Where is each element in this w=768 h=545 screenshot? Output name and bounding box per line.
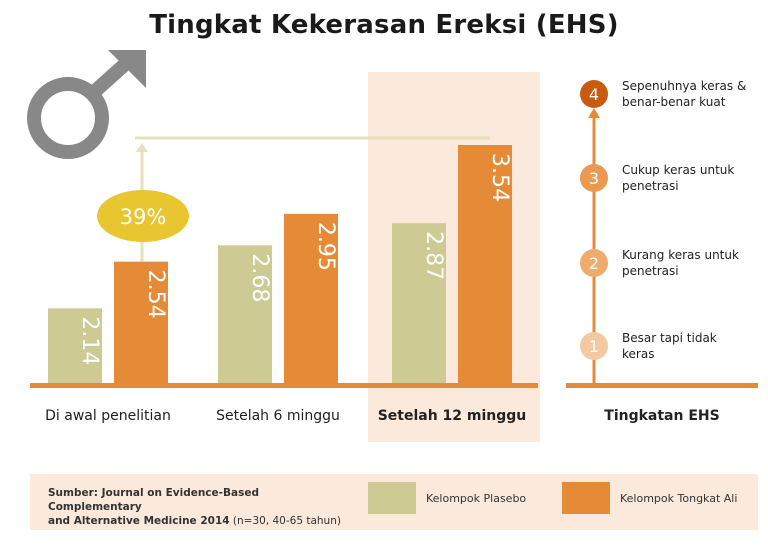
arrow-up-icon <box>588 108 600 118</box>
bar-placebo-2 <box>392 223 446 383</box>
bar-tongkat-0 <box>114 261 168 383</box>
growth-badge-text: 39% <box>120 205 167 229</box>
ehs-level-desc-line1: Kurang keras untuk <box>622 248 739 262</box>
ehs-level-desc-line2: benar-benar kuat <box>622 95 726 109</box>
ehs-level-desc-line2: keras <box>622 347 654 361</box>
ehs-scale-baseline <box>566 383 758 388</box>
bar-placebo-1 <box>218 245 272 383</box>
ehs-level-number: 2 <box>589 254 599 273</box>
category-label-1: Setelah 6 minggu <box>216 408 340 424</box>
bar-value-label: 2.68 <box>247 253 272 302</box>
bar-placebo-0 <box>48 308 102 383</box>
legend-swatch-tongkat <box>562 482 610 514</box>
ehs-level-number: 3 <box>589 169 599 188</box>
source-line2-bold: and Alternative Medicine 2014 <box>48 515 230 527</box>
bar-value-label: 3.54 <box>487 153 512 202</box>
ehs-level-number: 4 <box>589 85 599 104</box>
category-label-2: Setelah 12 minggu <box>378 408 527 424</box>
ehs-level-desc-line1: Besar tapi tidak <box>622 331 717 345</box>
bar-tongkat-2 <box>458 145 512 383</box>
ehs-level-number: 1 <box>589 337 599 356</box>
legend-label-placebo: Kelompok Plasebo <box>426 492 527 505</box>
bar-value-label: 2.95 <box>313 222 338 271</box>
ehs-level-desc-line1: Sepenuhnya keras & <box>622 79 746 93</box>
ehs-level-desc-line2: penetrasi <box>622 264 679 278</box>
source-line1: Sumber: Journal on Evidence-Based Comple… <box>48 487 259 513</box>
bar-value-label: 2.87 <box>421 231 446 280</box>
ehs-level-desc-line2: penetrasi <box>622 179 679 193</box>
ehs-level-2-circle <box>580 249 608 277</box>
legend-label-tongkat: Kelompok Tongkat Ali <box>620 492 738 505</box>
ehs-scale-title: Tingkatan EHS <box>604 408 719 424</box>
chart-title: Tingkat Kekerasan Ereksi (EHS) <box>149 10 619 40</box>
bar-value-label: 2.14 <box>77 316 102 365</box>
legend-swatch-placebo <box>368 482 416 514</box>
ehs-level-1-circle <box>580 332 608 360</box>
bars-group: 2.14 2.68 2.87 2.54 2.95 3.54 <box>48 145 512 383</box>
source-citation: Sumber: Journal on Evidence-Based Comple… <box>48 486 348 528</box>
category-label-0: Di awal penelitian <box>45 408 171 424</box>
ehs-scale: 1 Besar tapi tidak keras 2 Kurang keras untu… <box>580 79 746 424</box>
growth-connector: 39% <box>97 136 490 262</box>
category-labels: Di awal penelitian Setelah 6 minggu Setela… <box>45 408 526 424</box>
ehs-level-3-circle <box>580 164 608 192</box>
bar-value-label: 2.54 <box>143 270 168 319</box>
bar-tongkat-1 <box>284 213 338 383</box>
male-symbol-icon <box>27 50 146 159</box>
x-axis-baseline <box>30 383 538 388</box>
arrow-up-icon <box>136 143 148 152</box>
ehs-level-desc-line1: Cukup keras untuk <box>622 163 734 177</box>
growth-badge <box>97 190 189 242</box>
ehs-level-4-circle <box>580 80 608 108</box>
source-line2-rest: (n=30, 40-65 tahun) <box>229 515 341 527</box>
footer-panel: Sumber: Journal on Evidence-Based Comple… <box>30 474 758 530</box>
